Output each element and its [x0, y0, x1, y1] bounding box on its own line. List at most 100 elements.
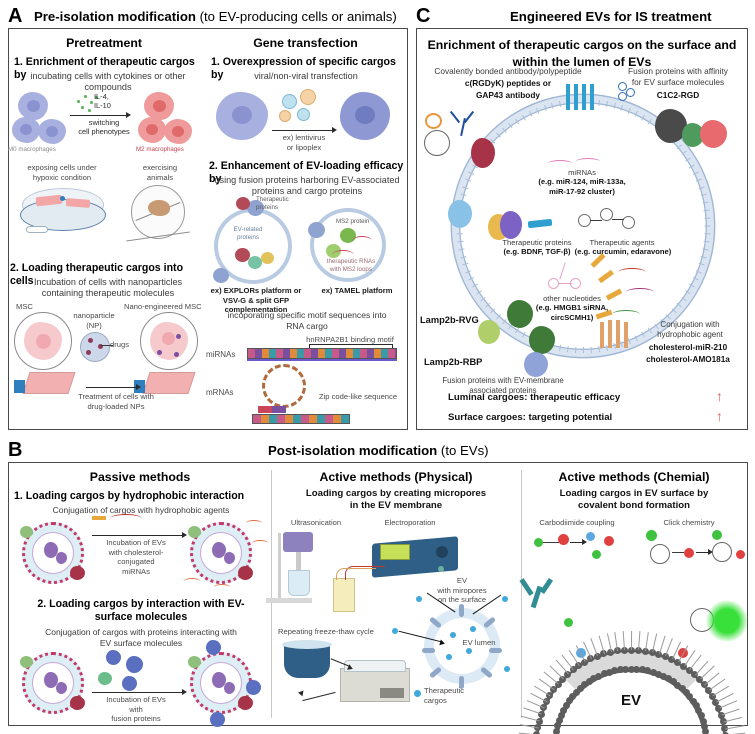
panel-b-divider-2	[521, 470, 522, 718]
panel-a-col-head-gene: Gene transfection	[253, 36, 358, 50]
therapeutic-protein-purple	[500, 211, 522, 239]
tamel-example-label: ex) TAMEL platform	[321, 286, 393, 295]
zipcode-label: Zip code-like sequence	[318, 392, 398, 401]
drugs-label: drugs	[110, 340, 129, 349]
passive-1-arrow-head	[182, 532, 187, 538]
passive-1-arrow-caption: Incubation of EVs with cholesterol- conj…	[106, 538, 166, 576]
covalent-bond-lead: Covalently bonded antibody/polypeptide	[434, 66, 582, 76]
panel-b-letter: B	[8, 439, 23, 461]
pretreatment-item2-subtitle: Incubation of cells with nanoparticles c…	[33, 277, 183, 299]
transfection-arrow-head	[332, 127, 337, 133]
panel-b-divider-1	[271, 470, 272, 718]
m2-macrophage-label: M2 macrophages	[136, 146, 184, 153]
panel-c-subtitle: Enrichment of therapeutic cargos on the …	[427, 38, 737, 69]
lumen-mirnas-lead: miRNAs	[568, 168, 596, 177]
nanoparticle-label: nanoparticle (NP)	[73, 311, 115, 330]
explors-example-label: ex) EXPLORs platform or VSV-G & split GF…	[210, 286, 302, 315]
therapeutic-cargo-legend-dot	[414, 690, 421, 697]
passive-2-arrow-head	[182, 689, 187, 695]
c1c2-rgd-label: C1C2-RGD	[612, 90, 744, 101]
summary-surface-arrow-icon: ↑	[716, 408, 723, 424]
hnrnp-bracket	[309, 344, 393, 349]
panel-b-col-head-chemical: Active methods (Chemial)	[558, 470, 710, 484]
panel-a-letter: A	[8, 5, 23, 27]
fluorescence-glow	[706, 600, 748, 642]
gene-item1-subtitle: viral/non-viral transfection	[254, 71, 358, 81]
cholesterol-mir210-text: cholesterol-miR-210	[648, 343, 728, 352]
panel-b-title-light: (to EVs)	[440, 443, 489, 458]
passive-item2-subtitle: Conjugation of cargos with proteins inte…	[45, 627, 237, 648]
lumen-nucleotides-detail: (e.g. HMGB1 siRNA, circSCMH1)	[506, 303, 638, 323]
lumen-nucleotides-detail-text: (e.g. HMGB1 siRNA, circSCMH1)	[535, 303, 609, 322]
ev-micropores-label: EV with miropores on the surface	[437, 576, 487, 605]
mirna-row-label: miRNAs	[206, 350, 236, 359]
lumen-proteins-detail: (e.g. BDNF, TGF-β)	[482, 247, 592, 257]
ms2-protein-label: MS2 protein	[336, 218, 370, 225]
chemical-subtitle: Loading cargos in EV surface by covalent…	[559, 488, 709, 511]
lumen-mirnas-detail-text: (e.g. miR-124, miR-133a, miR-17-92 clust…	[538, 177, 626, 196]
pretreatment-item2-heading: 2. Loading therapeutic cargos into cells	[10, 262, 184, 287]
motif-subtitle: incoporating specific motif sequences in…	[227, 310, 387, 331]
hypoxia-caption: exposing cells under hypoxic condition	[27, 163, 97, 182]
lamp2b-rvg-ligand	[478, 320, 500, 344]
ms2-rna-label: therapeutic RNAs with MS2 loops	[326, 258, 376, 273]
lumen-agents-lead: Therapeutic agents	[589, 238, 655, 247]
lamp2b-green-a	[507, 300, 533, 328]
pretreatment-item1-subtitle: incubating cells with cytokines or other…	[30, 71, 186, 93]
panel-b-col-head-passive: Passive methods	[89, 470, 191, 484]
vector-caption: ex) lentivirus or lipoplex	[282, 133, 326, 152]
surface-protein-red	[471, 138, 495, 168]
gap43-antibody-label: GAP43 antibody	[432, 90, 584, 101]
ev-linker-green-dot	[564, 618, 573, 627]
lumen-proteins-lead: Therapeutic proteins	[502, 238, 572, 247]
physical-subtitle: Loading cargos by creating micropores in…	[305, 488, 487, 511]
conjugation-hydrophobic-lead: Conjugation with hydrophobic agent	[657, 320, 723, 340]
panel-c-letter: C	[416, 5, 431, 27]
lumen-agents-detail: (e.g. curcumin, edaravone)	[552, 247, 694, 257]
cholesterol-amo181a-label: cholesterol-AMO181a	[628, 355, 748, 366]
cytokine-label: IL-4, IL-10	[94, 92, 111, 111]
exercise-caption: exercising animals	[142, 163, 178, 182]
summary-surface-text: Surface cargoes: targeting potential	[448, 412, 613, 423]
carbodiimide-label: Carbodiimide coupling	[539, 518, 615, 527]
click-chemistry-label: Click chemistry	[663, 518, 715, 527]
gene-item2-subtitle: using fusion proteins harboring EV-assoc…	[214, 175, 400, 197]
gap43-text: GAP43 antibody	[475, 90, 541, 100]
pretreatment-item1-heading: 1. Enrichment of therapeutic cargos by	[14, 56, 195, 81]
therapeutic-cargos-legend-label: Therapeutic cargos	[424, 686, 465, 705]
panel-a-title: Pre-isolation modification (to EV-produc…	[34, 9, 397, 24]
surface-protein-lightblue	[448, 200, 472, 228]
drugs-leader-line	[101, 345, 113, 346]
surface-protein-pink	[700, 120, 727, 148]
passive-item2-heading: 2. Loading cargos by interaction with EV…	[37, 598, 245, 623]
c1c2-rgd-text: C1C2-RGD	[656, 90, 700, 100]
gene-item2-heading: 2. Enhancement of EV-loading efficacy by	[209, 160, 404, 185]
cholesterol-amo181a-text: cholesterol-AMO181a	[646, 355, 730, 364]
lumen-agents-detail-text: (e.g. curcumin, edaravone)	[574, 247, 672, 256]
mrna-row-label: mRNAs	[206, 388, 234, 397]
fusion-affinity-lead: Fusion proteins with affinity for EV sur…	[628, 66, 728, 87]
surface-protein-green-small	[682, 123, 704, 147]
panel-a-title-bold: Pre-isolation modification	[34, 9, 196, 24]
therapeutic-proteins-label: Therapeutic proteins	[256, 196, 289, 211]
switching-arrow-head	[126, 112, 131, 118]
ev-dome-label: EV	[620, 692, 641, 709]
panel-b-title-bold: Post-isolation modification	[268, 443, 438, 458]
ev-lumen-label: EV lumen	[462, 638, 496, 647]
passive-item1-subtitle: Conjugation of cargos with hydrophobic a…	[52, 505, 230, 515]
panel-b-title: Post-isolation modification (to EVs)	[268, 443, 489, 458]
switching-label: switching cell phenotypes	[78, 118, 130, 137]
ultrasonication-label: Ultrasonication	[290, 518, 342, 527]
lamp2b-rbp-ligand	[524, 352, 548, 377]
hnrnp-motif-label: hnRNPA2B1 binding motif	[306, 335, 394, 344]
summary-luminal-arrow-icon: ↑	[716, 388, 723, 404]
m0-macrophage-label: M0 macrophages	[8, 146, 56, 153]
gene-item1-heading: 1. Overexpression of specific cargos by	[211, 56, 396, 81]
np-treatment-arrow-head	[136, 384, 141, 390]
summary-luminal-text: Luminal cargoes: therapeutic efficacy	[448, 392, 621, 403]
lumen-mirnas-detail: (e.g. miR-124, miR-133a, miR-17-92 clust…	[506, 177, 658, 197]
lumen-nucleotides-lead: other nucleotides	[543, 294, 601, 303]
nano-engineered-msc-label: Nano-engineered MSC	[124, 302, 202, 311]
transfection-arrow-line	[272, 130, 334, 131]
